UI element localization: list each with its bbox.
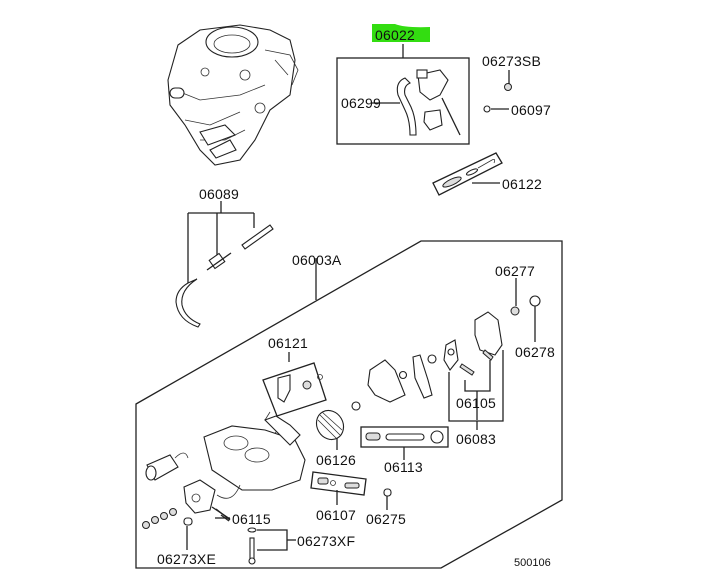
part-label-06105[interactable]: 06105 [456,395,496,411]
part-06273XE [183,517,193,550]
box-06003A [135,240,563,569]
leader-06115 [211,506,231,520]
part-label-06115[interactable]: 06115 [232,511,271,527]
parts-06273SB-06097 [483,70,512,113]
part-label-06126[interactable]: 06126 [316,452,356,468]
part-label-06273SB[interactable]: 06273SB [482,53,542,69]
part-label-06113[interactable]: 06113 [384,459,423,475]
part-06122 [432,152,503,196]
part-label-06107[interactable]: 06107 [316,507,356,523]
part-highlight [372,24,430,42]
part-label-06122[interactable]: 06122 [502,176,542,192]
parts-06277-06278 [510,278,541,342]
part-06121 [262,352,327,434]
part-06107 [310,471,367,505]
part-label-06121[interactable]: 06121 [268,335,308,351]
part-label-06097[interactable]: 06097 [511,102,551,118]
part-label-06273XF[interactable]: 06273XF [297,533,356,549]
part-label-06278[interactable]: 06278 [515,344,555,360]
part-06126 [315,409,345,450]
carburetor-assembly-illustration [167,24,299,166]
part-06089 [175,201,274,328]
box-06022 [336,44,470,145]
part-label-06273XE[interactable]: 06273XE [157,551,217,567]
diagram-reference-code: 500106 [514,557,551,569]
part-label-06299[interactable]: 06299 [341,95,381,111]
part-label-06083[interactable]: 06083 [456,431,496,447]
part-label-06003A[interactable]: 06003A [292,252,342,268]
part-label-06022[interactable]: 06022 [375,27,415,43]
part-06113 [360,426,449,460]
parts-06105-06083 [443,311,504,430]
part-label-06277[interactable]: 06277 [495,263,535,279]
part-label-06089[interactable]: 06089 [199,186,239,202]
throttle-body-illustration [142,415,306,529]
part-label-06275[interactable]: 06275 [366,511,406,527]
part-06273XF [247,527,296,565]
linkage-parts [351,354,437,411]
part-06275 [383,488,392,510]
